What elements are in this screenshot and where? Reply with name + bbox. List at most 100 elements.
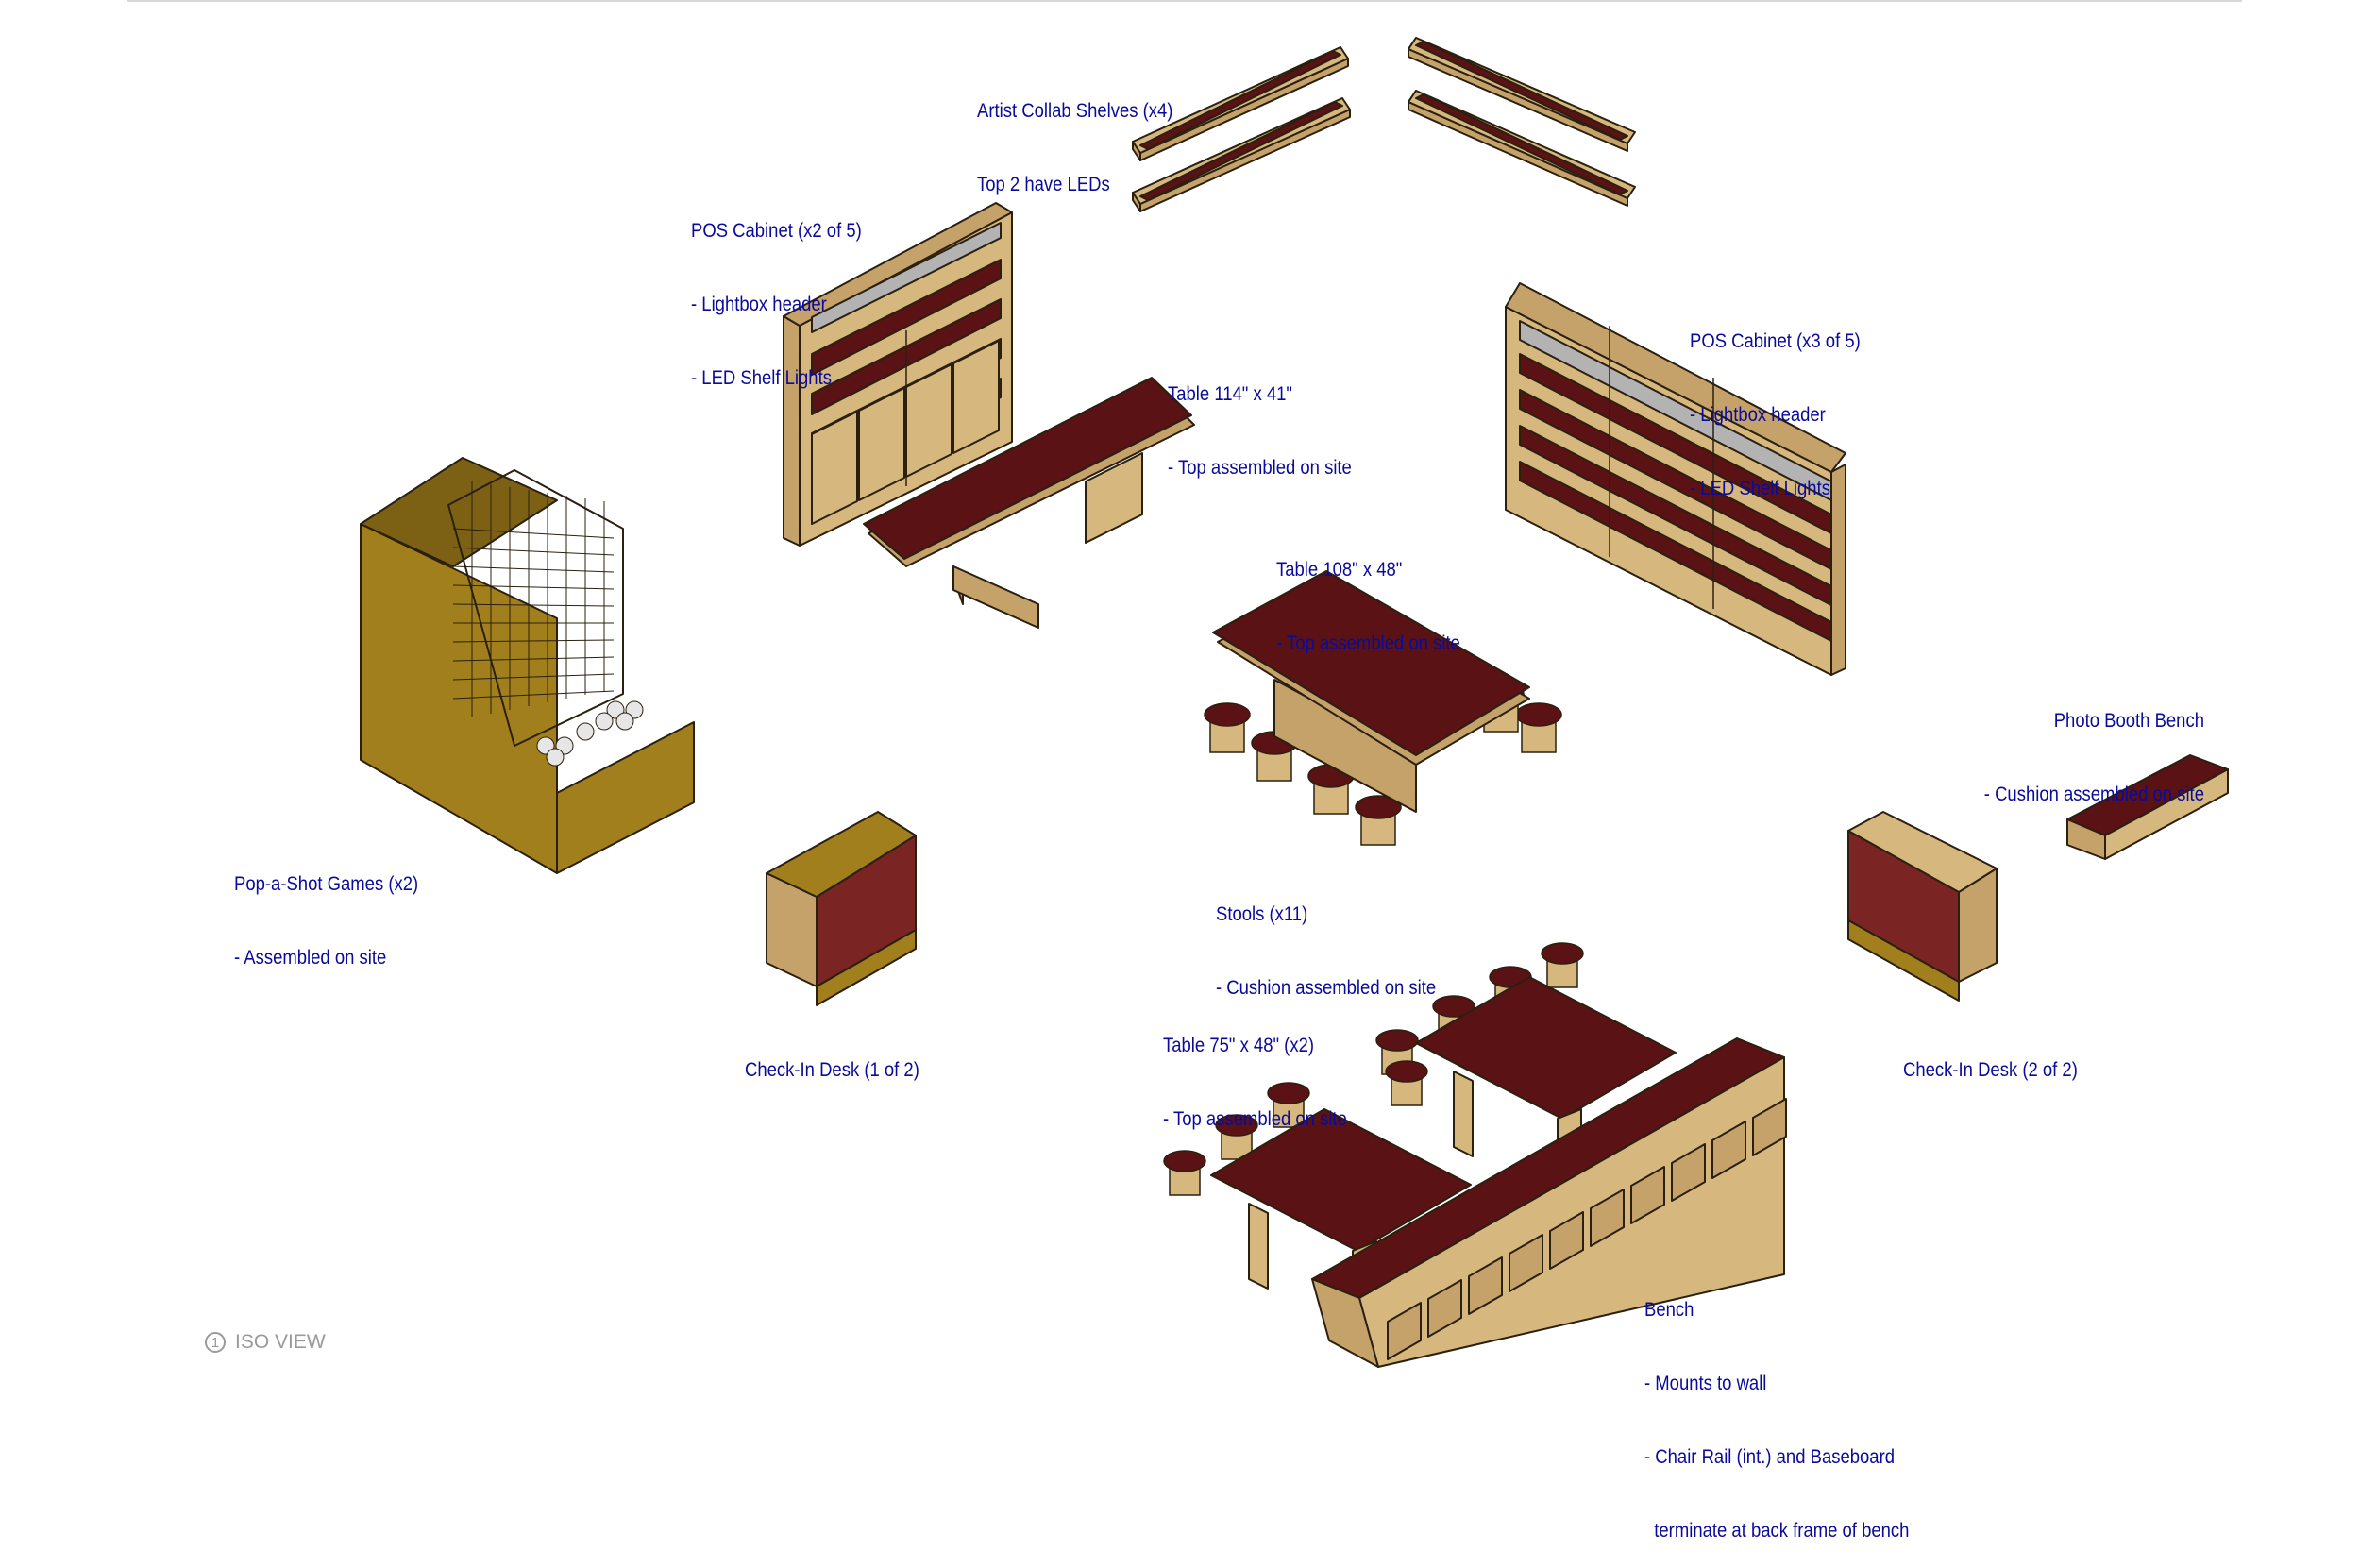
net-line [452,565,615,573]
cab-door [952,340,1000,454]
cab-door [858,387,905,501]
net-line [452,528,615,539]
net-line [452,584,615,590]
bench-panel [1671,1143,1706,1202]
label-photo-bench: Photo Booth Bench - Cushion assembled on… [1984,660,2204,832]
stool-4-seat [1375,1029,1419,1052]
label-line: POS Cabinet (x2 of 5) [691,220,862,242]
shelf-surface [1139,101,1343,201]
leg-front [1085,452,1143,544]
label-popashot: Pop-a-Shot Games (x2) - Assembled on sit… [234,823,418,995]
label-line: Check-In Desk (2 of 2) [1903,1059,2078,1081]
artist-collab-shelves [1132,37,1636,212]
net-line [452,690,615,700]
label-line: Artist Collab Shelves (x4) [977,100,1173,122]
shelf-surface [1139,50,1341,150]
label-line: Pop-a-Shot Games (x2) [234,873,419,895]
stool-5-seat [1432,995,1475,1018]
net-line [452,639,615,643]
view-number-badge: 1 [205,1332,226,1353]
label-table-114: Table 114" x 41" - Top assembled on site [1168,333,1352,505]
view-caption: 1 ISO VIEW [205,1331,326,1354]
label-line: - Lightbox header [691,294,827,315]
label-line: - Chair Rail (int.) and Baseboard [1644,1446,1896,1468]
label-shelves: Artist Collab Shelves (x4) Top 2 have LE… [977,50,1172,222]
label-checkin-2: Check-In Desk (2 of 2) [1903,1009,2078,1107]
label-line: terminate at back frame of bench [1644,1520,1910,1542]
table-114 [863,377,1195,629]
table-108 [1204,570,1562,846]
net-line [452,603,615,607]
label-line: - Lightbox header [1690,404,1826,426]
popashot-games [360,457,695,874]
lightbox-header [811,222,1002,333]
wall-bench [1311,1037,1787,1368]
net-line [452,673,615,681]
stool-3-seat [1267,1082,1310,1104]
pos-cabinet-left [783,202,1013,547]
bench-front [2104,768,2229,860]
desk-top [1847,811,1998,893]
cab-side [1830,464,1846,676]
label-line: - Cushion assembled on site [1983,784,2204,805]
tables-75 [1163,942,1677,1327]
bench-panel [1752,1098,1787,1156]
net-line [452,547,615,556]
pos-cabinet-right [1505,282,1846,676]
label-line: Table 75" x 48" (x2) [1163,1035,1315,1056]
table-a-top [1210,1108,1472,1252]
shelf-surface [1415,93,1628,195]
bench-panel [1590,1189,1625,1247]
label-line: - LED Shelf Lights [1690,478,1830,499]
stool-4-seat [1355,795,1402,819]
label-line: Table 108" x 48" [1276,559,1403,581]
ball [615,712,634,731]
label-line: Check-In Desk (1 of 2) [745,1059,919,1081]
ball [576,722,595,741]
label-line: Photo Booth Bench [2053,710,2204,732]
photo-booth-bench [2066,754,2229,860]
label-pos-right: POS Cabinet (x3 of 5) - Lightbox header … [1690,280,1861,526]
label-table-75: Table 75" x 48" (x2) - Top assembled on … [1163,985,1347,1156]
checkin-desk-1 [766,811,917,1006]
label-line: - Top assembled on site [1163,1108,1347,1130]
game-front [556,721,695,874]
net-line [452,656,615,662]
label-line: - Top assembled on site [1276,632,1460,654]
label-bench: Bench - Mounts to wall - Chair Rail (int… [1644,1249,1909,1568]
bench-end [1311,1278,1379,1368]
iso-drawing [360,37,2229,1368]
furniture-artwork [360,37,2229,1368]
label-line: - LED Shelf Lights [691,367,832,389]
top-rule [127,0,2242,2]
desk-base [1847,919,1960,1002]
cab-top [1505,282,1846,473]
ball [546,748,565,767]
desk-top [766,811,917,898]
table-b-top [1415,976,1677,1120]
checkin-desk-2 [1847,811,1998,1002]
table-a-leg [1248,1203,1269,1290]
stool-2-seat [1215,1114,1258,1137]
bench-panel [1427,1279,1462,1338]
cab-shelf [1519,461,1832,642]
label-table-108: Table 108" x 48" - Top assembled on site [1276,509,1460,681]
label-line: Bench [1644,1299,1694,1321]
lightbox-header [1519,320,1832,501]
stool-1-seat [1204,702,1251,727]
table-top [1212,570,1530,756]
view-title: ISO VIEW [235,1331,326,1353]
label-checkin-1: Check-In Desk (1 of 2) [745,1009,919,1107]
cab-shelf [811,259,1002,376]
bench-panel [1711,1121,1746,1179]
label-line: Top 2 have LEDs [977,174,1110,195]
bench-panel [1387,1302,1422,1360]
label-line: - Assembled on site [234,947,387,969]
leg [952,565,1039,629]
table-b-leg [1453,1071,1474,1157]
ball [595,712,614,731]
table-top [863,377,1192,560]
stool-5-seat [1515,702,1562,727]
label-pos-left: POS Cabinet (x2 of 5) - Lightbox header … [691,170,862,415]
net [447,469,624,747]
